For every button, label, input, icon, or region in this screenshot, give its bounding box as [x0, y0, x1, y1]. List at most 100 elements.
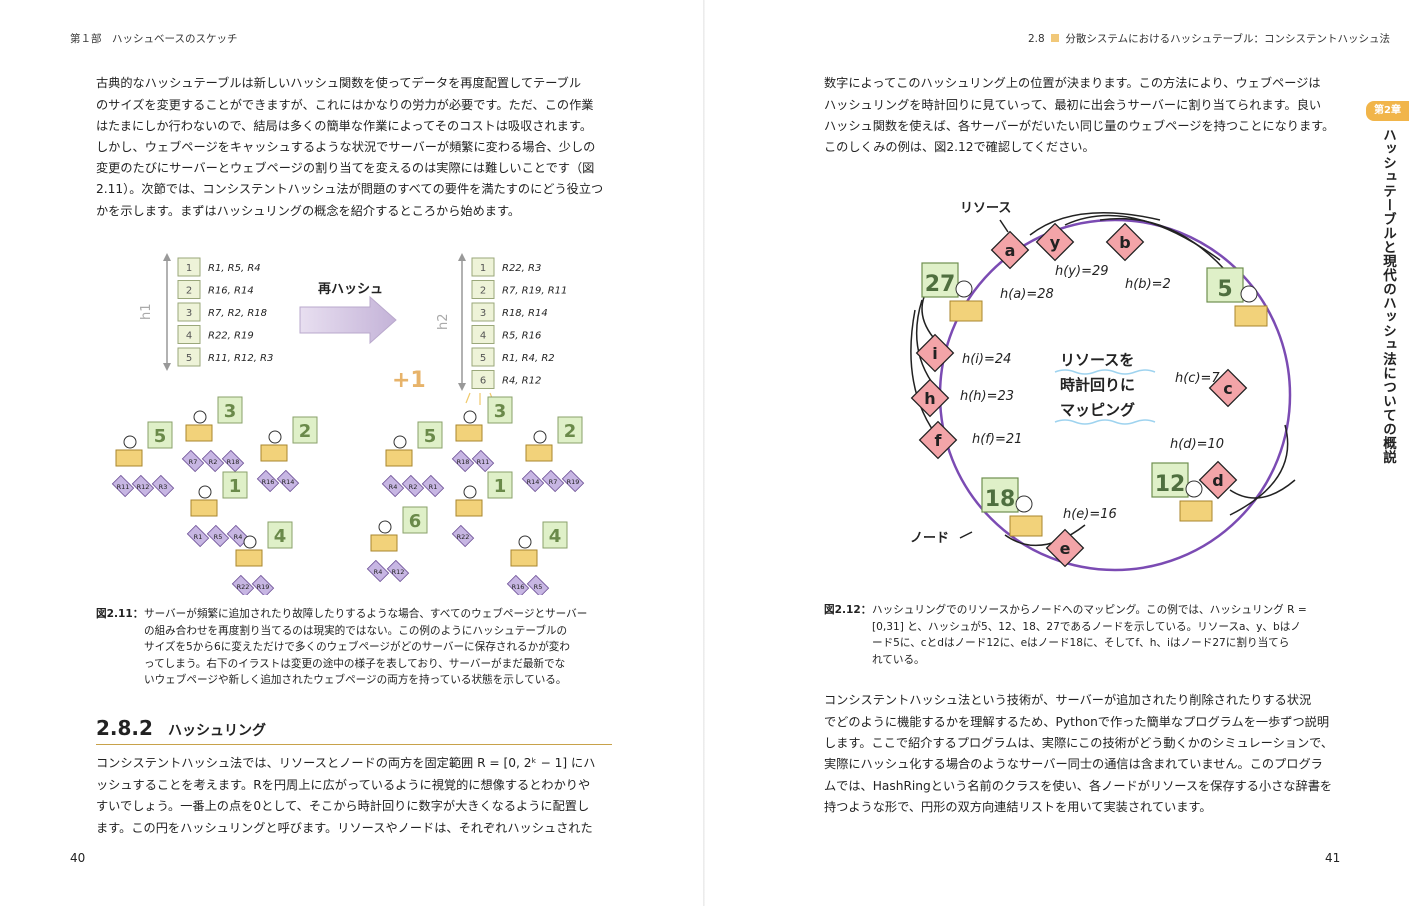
text-line: ます。この円をハッシュリングと呼びます。リソースやノードは、それぞれハッシュされ…: [96, 821, 593, 835]
slot-number: 4: [480, 331, 486, 342]
resource-tag: [561, 469, 585, 493]
person-icon: [393, 435, 407, 449]
resource-hash: h(h)=23: [960, 389, 1014, 404]
hash-slot: [471, 325, 495, 344]
server-number-card: [542, 521, 568, 549]
resource-diamond: [1045, 528, 1085, 568]
node: 18: [981, 477, 1043, 537]
text-line: しかし、ウェブページをキャッシュするような状況でサーバーが頻繁に変わる場合、少し…: [96, 140, 596, 154]
resource-tag-label: R11: [117, 483, 130, 491]
mapping-arrow: [1229, 479, 1296, 499]
resource-tag: [201, 449, 225, 473]
slot-resources: R5, R16: [502, 331, 541, 342]
text-line: すいでしょう。一番上の点を0として、そこから時計回りに数字が大きくなるように配置…: [96, 799, 590, 813]
person-icon: [518, 535, 532, 549]
resource-tag: [251, 574, 275, 595]
resource-tag: [181, 449, 205, 473]
plus-one: +1: [392, 368, 426, 393]
hash-slot: [471, 257, 495, 277]
person-icon: [198, 485, 212, 499]
slot-number: 2: [480, 286, 486, 297]
caption-line: サイズを5から6に変えただけで多くのウェブページがどのサーバーに保存されるかが変…: [144, 641, 570, 653]
text-line: コンシステントハッシュ法という技術が、サーバーが追加されたり削除されたりする状況: [824, 693, 1312, 707]
resource-diamond: [1105, 222, 1145, 262]
desk-icon: [115, 449, 143, 467]
resource-diamond: [1035, 222, 1075, 262]
resource-tag: [366, 559, 390, 583]
server-number-card: [267, 521, 293, 549]
text-line: のサイズを変更することができますが、これにはかなりの労力が必要です。ただ、この作…: [96, 98, 594, 112]
resource-hash: h(e)=16: [1063, 507, 1117, 522]
resource-label: リソース: [960, 201, 1011, 216]
text-line: ムでは、HashRingという名前のクラスを使い、各ノードがリソースを保存する小…: [824, 779, 1333, 793]
text-line: かを示します。まずはハッシュリングの概念を紹介するところから始めます。: [96, 204, 521, 218]
resource-tag-label: R4: [389, 483, 398, 491]
resource-tag-label: R14: [282, 478, 295, 486]
resource-tag: [471, 449, 495, 473]
resource-tag-label: R4: [374, 568, 383, 576]
slot-resources: R11, R12, R3: [208, 353, 273, 364]
text-line: コンシステントハッシュ法では、リソースとノードの両方を固定範囲 R = [0, …: [96, 756, 596, 770]
desk-icon: [1009, 515, 1043, 537]
text-line: 持つような形で、円形の双方向連結リストを用いて実装されています。: [824, 800, 1212, 814]
slot-resources: R22, R3: [502, 263, 541, 274]
text-line: 数字によってこのハッシュリング上の位置が決まります。この方法により、ウェブページ…: [824, 76, 1321, 90]
resource-tag: [186, 524, 210, 548]
chapter-title-vertical: ハッシュテーブルと現代のハッシュ法についての概説: [1380, 128, 1396, 464]
caption-line: の組み合わせを再度割り当てるのは現実的ではない。この例のようにハッシュテーブルの: [144, 624, 568, 637]
running-head-square: [1051, 34, 1060, 42]
desk-icon: [949, 300, 983, 322]
resource-tag: [521, 469, 545, 493]
resource-diamond: [915, 333, 955, 373]
desk-icon: [235, 549, 263, 567]
resource-tag: [526, 574, 550, 595]
desk-icon: [190, 499, 218, 517]
hash-table-row: 2 R7, R19, R11: [471, 280, 567, 299]
caption-line: れている。: [872, 653, 925, 666]
resource-tag-label: R19: [567, 478, 580, 486]
resource-tag-label: R19: [257, 583, 270, 591]
resource-id: h: [924, 389, 935, 408]
node-number: 12: [1155, 472, 1186, 497]
resource-tag-label: R14: [527, 478, 540, 486]
node-number-card: [981, 477, 1019, 513]
h1-label: h1: [139, 303, 154, 320]
resource-diamond: [918, 420, 958, 460]
resource-tag: [276, 469, 300, 493]
person-icon: [378, 520, 392, 534]
resource-id: y: [1050, 233, 1061, 252]
resource-tag-label: R18: [227, 458, 240, 466]
desk-icon: [370, 534, 398, 552]
person-icon: [1240, 285, 1258, 303]
node-number-card: [1151, 462, 1189, 498]
slot-resources: R7, R19, R11: [502, 286, 567, 297]
caption-line: サーバーが頻繁に追加されたり故障したりするような場合、すべてのウェブページとサー…: [144, 608, 588, 620]
hash-slot: [177, 257, 201, 277]
resource-tag-label: R7: [189, 458, 198, 466]
mapping-arrow: [1004, 524, 1086, 547]
resource-id: b: [1119, 233, 1130, 252]
resource-tag-label: R1: [429, 483, 438, 491]
person-icon: [1185, 480, 1203, 498]
resource-e: eh(e)=16: [1045, 507, 1117, 568]
resource-id: a: [1005, 241, 1016, 260]
person-icon: [243, 535, 257, 549]
section-title: ハッシュリング: [168, 723, 267, 739]
desk-icon: [1179, 500, 1213, 522]
mapping-arrow: [1099, 217, 1226, 271]
text-line: 実際にハッシュ化する場合のようなサーバー同士の通信は含まれていません。このプログ…: [824, 757, 1323, 771]
server-number-card: [217, 396, 243, 424]
server-number-card: [292, 416, 318, 444]
person-icon: [533, 430, 547, 444]
h2-label: h2: [436, 313, 451, 330]
text-line: します。ここで紹介するプログラムは、実際にこの技術がどう動くかのシミュレーション…: [824, 736, 1334, 750]
